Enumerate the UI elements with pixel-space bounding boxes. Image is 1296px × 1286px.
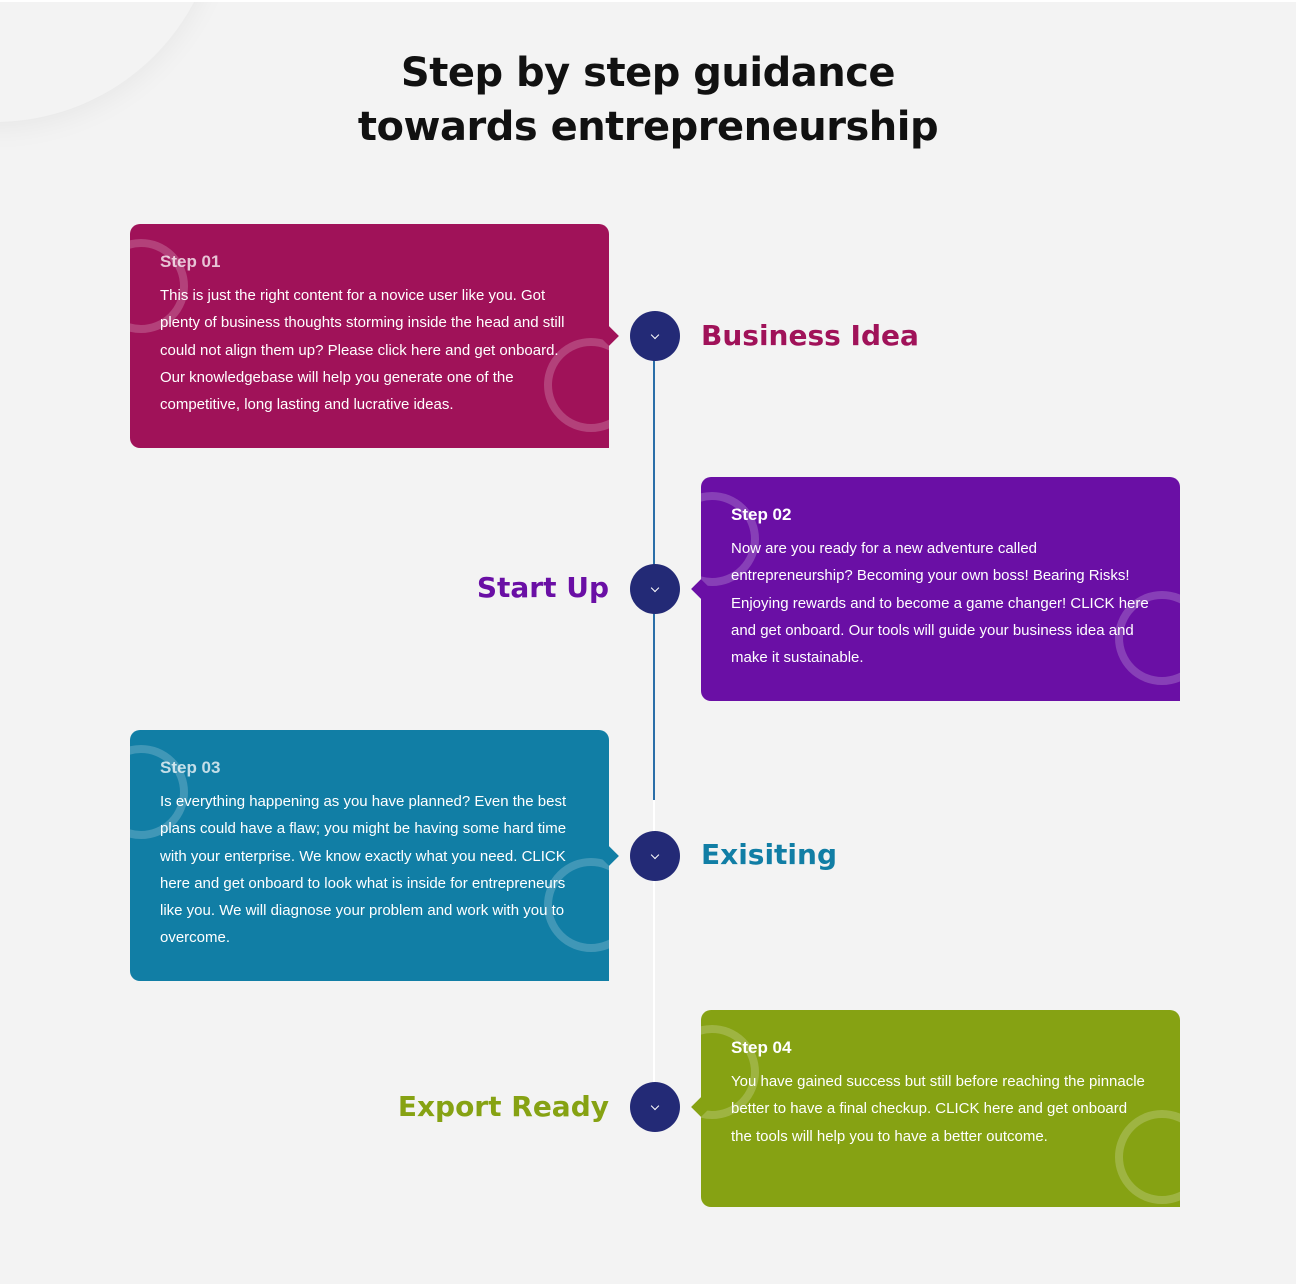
decorative-ring [701,492,759,586]
chevron-down-icon [650,1101,660,1110]
step-label: Step 01 [160,252,221,271]
chevron-down-icon [650,330,660,339]
step-card-export-ready[interactable]: Step 04 You have gained success but stil… [701,1010,1180,1207]
step-title-business-idea[interactable]: Business Idea [701,319,919,352]
section-heading: Step by step guidance towards entreprene… [0,46,1296,154]
decorative-ring [544,858,609,952]
heading-line-1: Step by step guidance [400,50,896,96]
decorative-ring [544,338,609,432]
decorative-ring [130,239,188,333]
step-card-business-idea[interactable]: Step 01 This is just the right content f… [130,224,609,448]
step-label: Step 03 [160,758,221,777]
timeline-node-business-idea[interactable] [630,311,680,361]
timeline-node-existing[interactable] [630,831,680,881]
chevron-down-icon [650,583,660,592]
step-description: Now are you ready for a new adventure ca… [731,540,1149,667]
decorative-ring [1115,1110,1180,1204]
heading-line-2: towards entrepreneurship [357,104,939,150]
chevron-down-icon [650,850,660,859]
timeline-node-export-ready[interactable] [630,1082,680,1132]
step-card-existing[interactable]: Step 03 Is everything happening as you h… [130,730,609,981]
step-label: Step 02 [731,505,792,524]
step-title-existing[interactable]: Exisiting [701,838,838,871]
step-description: This is just the right content for a nov… [160,287,565,414]
step-description: You have gained success but still before… [731,1073,1145,1145]
step-description: Is everything happening as you have plan… [160,793,567,947]
step-card-start-up[interactable]: Step 02 Now are you ready for a new adve… [701,477,1180,701]
decorative-ring [1115,591,1180,685]
timeline-line-end [653,800,655,1112]
decorative-ring [130,745,188,839]
step-title-export-ready[interactable]: Export Ready [397,1090,609,1123]
step-title-start-up[interactable]: Start Up [476,571,609,604]
step-label: Step 04 [731,1038,792,1057]
decorative-ring [701,1025,759,1119]
timeline-node-start-up[interactable] [630,564,680,614]
